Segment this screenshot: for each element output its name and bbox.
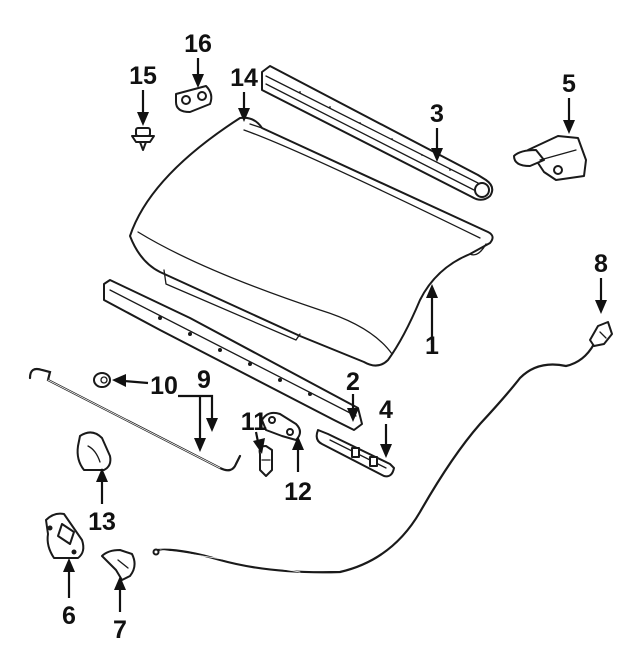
callout-13: 13 bbox=[88, 508, 116, 536]
callout-6: 6 bbox=[62, 602, 76, 630]
release-cable-part bbox=[152, 321, 613, 574]
leader-line-15 bbox=[137, 90, 149, 126]
leader-line-4 bbox=[380, 424, 392, 458]
callout-7: 7 bbox=[113, 616, 127, 644]
callout-4: 4 bbox=[379, 396, 393, 424]
safety-catch-part bbox=[101, 549, 136, 581]
leader-line-3 bbox=[431, 128, 443, 162]
bumper-stop-part bbox=[175, 85, 213, 113]
leader-line-8 bbox=[595, 278, 607, 314]
leader-line-12 bbox=[292, 436, 304, 472]
callout-2: 2 bbox=[346, 368, 360, 396]
callout-12: 12 bbox=[284, 478, 312, 506]
leader-line-5 bbox=[563, 98, 575, 134]
callout-3: 3 bbox=[430, 100, 444, 128]
callout-14: 14 bbox=[230, 64, 258, 92]
push-clip-part bbox=[131, 127, 155, 151]
callout-10: 10 bbox=[150, 372, 178, 400]
latch-assembly-part bbox=[45, 512, 85, 559]
leader-line-7 bbox=[114, 576, 126, 612]
leader-line-6 bbox=[63, 558, 75, 598]
grommet-part bbox=[93, 372, 111, 388]
latch-striker-part bbox=[76, 431, 112, 471]
callout-16: 16 bbox=[184, 30, 212, 58]
leader-line-1 bbox=[426, 284, 438, 344]
leader-line-9 bbox=[178, 394, 218, 452]
leader-line-11 bbox=[253, 431, 265, 454]
hood-latch-part bbox=[513, 135, 587, 181]
hood-rail-part bbox=[103, 279, 363, 431]
callout-8: 8 bbox=[594, 250, 608, 278]
callout-5: 5 bbox=[562, 70, 576, 98]
callout-11: 11 bbox=[241, 408, 268, 436]
leader-line-13 bbox=[96, 468, 108, 504]
callout-15: 15 bbox=[129, 62, 157, 90]
leader-line-14 bbox=[238, 92, 250, 122]
lower-bracket-part bbox=[315, 429, 395, 478]
prop-rod-part bbox=[28, 367, 242, 472]
rod-retainer-part bbox=[261, 411, 301, 441]
hood-seal-part bbox=[261, 65, 494, 201]
leader-line-10 bbox=[112, 374, 149, 387]
callout-1: 1 bbox=[425, 332, 439, 360]
hood-panel-part bbox=[129, 116, 494, 367]
leader-line-16 bbox=[192, 58, 204, 88]
callout-9: 9 bbox=[197, 366, 211, 394]
leader-line-2 bbox=[347, 394, 359, 422]
